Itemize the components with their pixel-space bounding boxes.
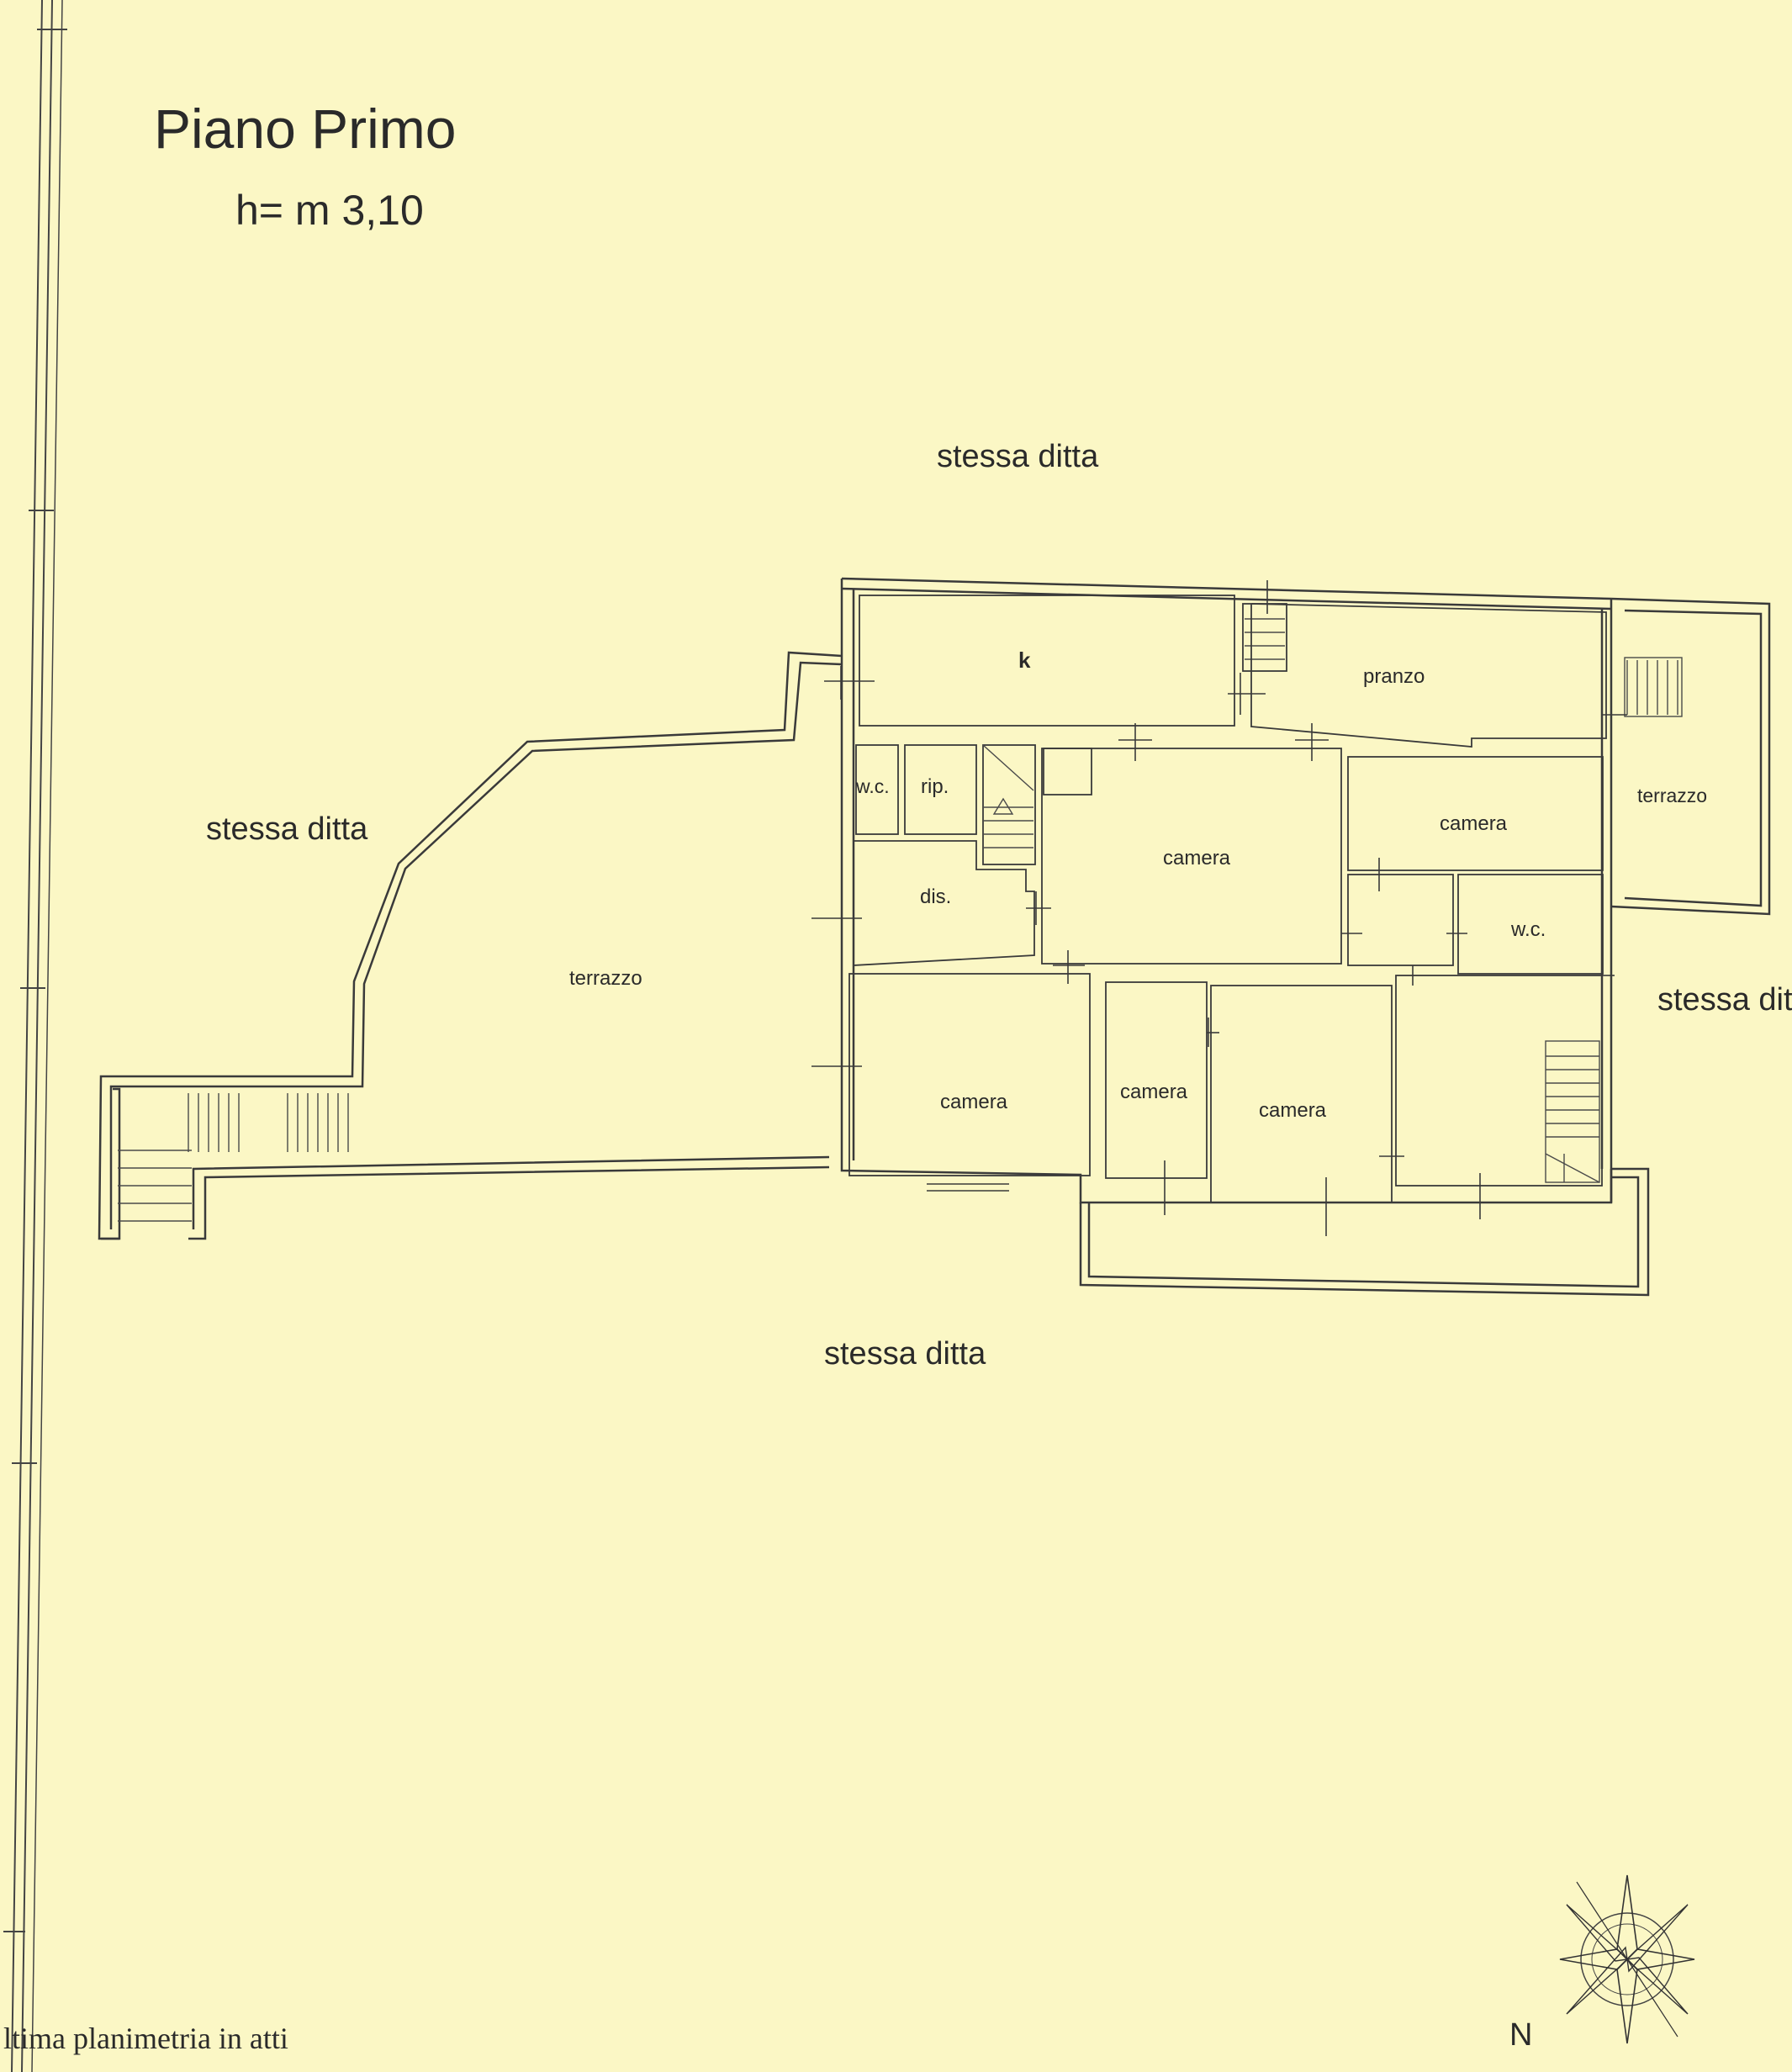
compass-north-label: N <box>1509 2017 1532 2053</box>
door-marks <box>811 580 1627 1236</box>
page-title: Piano Primo <box>154 98 457 160</box>
neighbor-label-left: stessa ditta <box>206 811 368 847</box>
neighbor-label-right: stessa dit <box>1657 982 1792 1018</box>
room-label-rip: rip. <box>921 775 949 798</box>
room-label-camera-bottom-right: camera <box>1259 1099 1327 1122</box>
neighbor-label-top: stessa ditta <box>937 439 1099 474</box>
room-label-camera-bottom-mid: camera <box>1120 1081 1188 1103</box>
room-label-wc-right: w.c. <box>1510 918 1546 941</box>
stair-small <box>982 744 1036 865</box>
footer-note: ltima planimetria in atti <box>3 2022 288 2055</box>
railing-left-1 <box>188 1093 240 1152</box>
terrace-left-outline <box>98 651 843 1240</box>
neighbor-label-bottom: stessa ditta <box>824 1336 986 1372</box>
interior-walls <box>848 595 1607 1203</box>
room-label-k: k <box>1018 648 1031 673</box>
room-label-camera-right-top: camera <box>1440 812 1508 835</box>
terrace-right-outline <box>1610 597 1771 916</box>
room-label-terrazzo-left: terrazzo <box>569 967 642 990</box>
room-label-dis: dis. <box>920 885 951 908</box>
room-label-camera-bottom-left: camera <box>940 1091 1008 1113</box>
stair-bottom-left <box>118 1150 192 1222</box>
terrace-bottom-outline <box>1079 1167 1650 1297</box>
room-label-pranzo: pranzo <box>1363 665 1425 688</box>
room-label-terrazzo-right: terrazzo <box>1637 785 1707 806</box>
room-labels: k pranzo terrazzo w.c. rip. camera camer… <box>569 648 1707 1122</box>
stair-right-terrace <box>1624 657 1683 717</box>
margin-frame <box>3 0 67 2072</box>
railing-left-2 <box>287 1093 349 1152</box>
compass-rose-icon <box>1559 1874 1695 2044</box>
room-label-camera-center: camera <box>1163 847 1231 870</box>
stair-bottom-right <box>1545 1040 1600 1183</box>
stair-top <box>1242 603 1287 672</box>
height-label: h= m 3,10 <box>235 187 424 234</box>
room-label-wc-left: w.c. <box>855 775 890 797</box>
building-outline <box>840 577 1613 1204</box>
